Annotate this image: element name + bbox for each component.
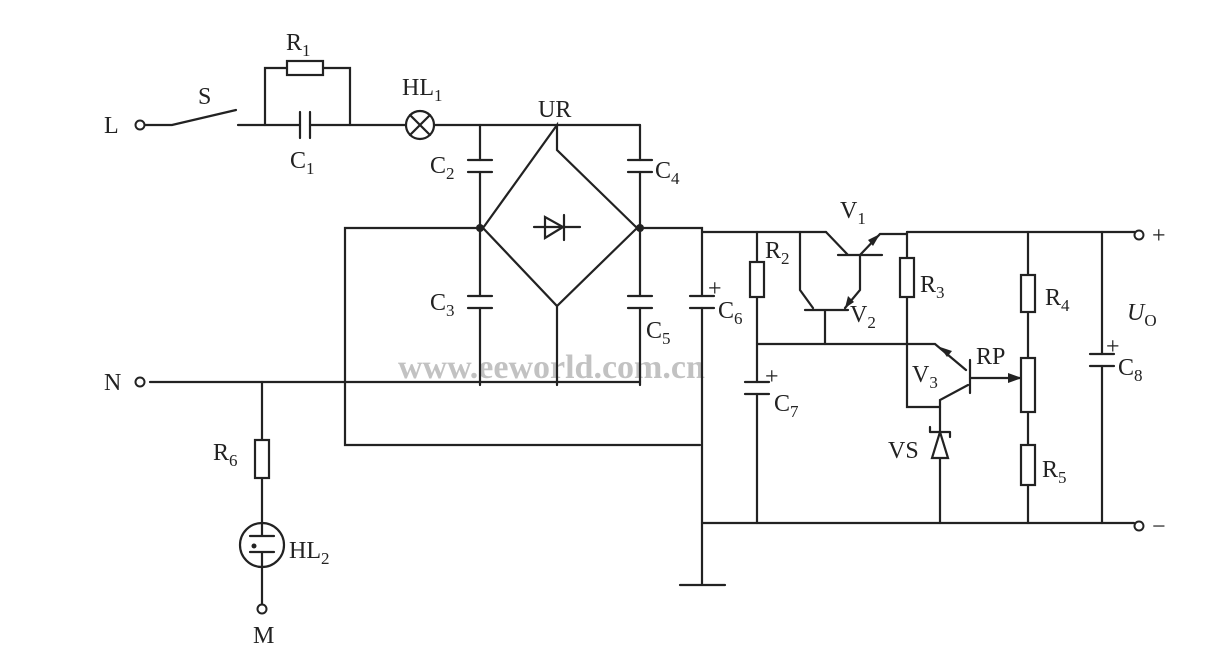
- capacitor-C2: [466, 158, 494, 174]
- wire: [755, 342, 968, 372]
- label-C3: C3: [430, 290, 455, 320]
- terminal-N: [134, 376, 146, 388]
- terminal-positive: [1133, 229, 1145, 241]
- input-section: [134, 59, 642, 141]
- label-minus: −: [1152, 514, 1166, 540]
- watermark: www.eeworld.com.cn: [398, 349, 705, 386]
- label-C8: C8: [1118, 355, 1143, 385]
- diode-icon: [532, 213, 582, 242]
- label-C7-polarity: +: [765, 364, 779, 390]
- label-HL1: HL1: [402, 75, 443, 105]
- resistor-R5: [1019, 443, 1037, 487]
- label-C5: C5: [646, 318, 671, 348]
- label-C7: C7: [774, 391, 799, 421]
- label-RP: RP: [976, 344, 1005, 370]
- regulator-section: [638, 226, 1145, 587]
- capacitor-C1: [298, 110, 312, 140]
- bridge-rectifier-UR: [481, 121, 639, 387]
- resistor-R6: [253, 438, 271, 480]
- arrow-icon: [1008, 373, 1022, 383]
- label-HL2: HL2: [289, 538, 330, 568]
- capacitor-C8: [1088, 352, 1116, 368]
- label-plus: +: [1152, 223, 1166, 249]
- label-N: N: [104, 370, 121, 396]
- label-S: S: [198, 84, 211, 110]
- label-L: L: [104, 113, 119, 139]
- capacitor-C3: [466, 294, 494, 310]
- label-UO: UO: [1127, 300, 1157, 330]
- wire-ground: [638, 226, 727, 587]
- transistor-V2: [798, 230, 862, 346]
- label-R3: R3: [920, 272, 945, 302]
- label-V3: V3: [912, 362, 938, 392]
- lamp-HL1: [404, 109, 436, 141]
- label-V2: V2: [850, 302, 876, 332]
- label-C6-polarity: +: [708, 276, 722, 302]
- label-R1: R1: [286, 30, 311, 60]
- potentiometer-RP: [1019, 356, 1037, 414]
- capacitor-C7: [743, 380, 771, 396]
- wire: [263, 66, 352, 127]
- indicator-branch: [238, 380, 286, 615]
- label-R4: R4: [1045, 285, 1070, 315]
- resistor-R4: [1019, 273, 1037, 314]
- wire: [343, 226, 702, 447]
- label-VS: VS: [888, 438, 919, 464]
- terminal-M: [256, 603, 268, 615]
- label-R2: R2: [765, 238, 790, 268]
- label-V1: V1: [840, 198, 866, 228]
- terminal-L: [134, 119, 146, 131]
- resistor-R1: [285, 59, 325, 77]
- labels: L N M S R1 C1 HL1 UR C2 C3 C4 C5 C6 C7 C…: [104, 30, 1166, 649]
- resistor-R2: [748, 260, 766, 299]
- neon-lamp-HL2: [238, 521, 286, 569]
- label-C2: C2: [430, 153, 455, 183]
- zener-diode-VS: [928, 405, 952, 525]
- label-C4: C4: [655, 158, 680, 188]
- capacitor-C5: [626, 294, 654, 310]
- resistor-R3: [898, 256, 916, 299]
- label-R5: R5: [1042, 457, 1067, 487]
- label-C6: C6: [718, 298, 743, 328]
- transistor-V1: [824, 230, 909, 257]
- switch-S: [143, 108, 238, 127]
- label-C1: C1: [290, 148, 315, 178]
- rectifier-section: [134, 121, 702, 447]
- capacitor-C4: [626, 158, 654, 174]
- terminal-negative: [1133, 520, 1145, 532]
- transistor-V3: [938, 347, 972, 409]
- label-R6: R6: [213, 440, 238, 470]
- label-M: M: [253, 623, 274, 649]
- label-UR: UR: [538, 97, 571, 123]
- label-C8-polarity: +: [1106, 334, 1120, 360]
- wire: [905, 230, 942, 409]
- capacitor-C6: [688, 294, 716, 310]
